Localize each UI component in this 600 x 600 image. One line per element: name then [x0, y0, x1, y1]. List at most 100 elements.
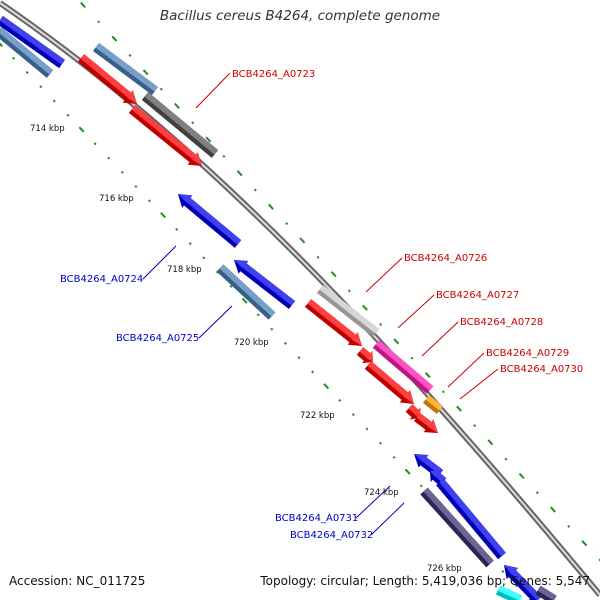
gene-arrow-highlight	[439, 478, 506, 557]
gene-label-a0724[interactable]: BCB4264_A0724	[60, 274, 143, 285]
tick-mark	[338, 398, 342, 402]
tick-label-714: 714 kbp	[30, 124, 65, 134]
gene-arrow-highlight	[131, 105, 203, 166]
tick-mark	[97, 20, 101, 24]
tick-label-720: 720 kbp	[234, 338, 269, 348]
label-connector	[142, 245, 177, 280]
tick-mark	[379, 441, 382, 445]
tick-mark	[473, 423, 477, 427]
tick-mark	[404, 468, 411, 475]
label-connector	[459, 368, 499, 400]
tick-mark	[535, 491, 539, 495]
gene-arrow-highlight	[414, 454, 444, 475]
tick-mark	[487, 439, 494, 446]
label-connector	[370, 502, 405, 536]
gene-arrow-highlight	[367, 361, 414, 405]
tick-mark	[39, 85, 43, 89]
tick-mark	[256, 313, 260, 317]
gene-arrow-highlight	[234, 260, 296, 306]
tick-mark	[148, 199, 151, 203]
tick-mark	[567, 524, 571, 528]
gene-arrow-highlight	[144, 92, 219, 155]
gene-arrow	[216, 264, 276, 320]
tick-mark	[160, 212, 167, 219]
tick-mark	[241, 297, 248, 304]
tick-mark	[25, 71, 29, 74]
gene-arrow	[93, 42, 158, 96]
tick-mark	[142, 69, 149, 76]
gene-label-a0731[interactable]: BCB4264_A0731	[275, 513, 358, 524]
gene-arrow	[504, 565, 542, 600]
tick-mark	[379, 323, 383, 327]
gene-arrow-highlight	[359, 347, 374, 363]
gene-arrow	[304, 299, 362, 346]
tick-mark	[159, 87, 163, 91]
gene-arrow	[234, 260, 296, 309]
gene-arrow	[0, 27, 54, 78]
tick-mark	[410, 356, 414, 360]
label-connector	[447, 352, 485, 388]
tick-mark	[205, 136, 212, 143]
tick-mark	[347, 289, 351, 293]
gene-arrow	[364, 361, 414, 405]
gene-label-a0727[interactable]: BCB4264_A0727	[436, 290, 519, 301]
tick-mark	[253, 188, 257, 192]
tick-mark	[441, 390, 445, 394]
tick-mark	[456, 405, 462, 412]
label-connector	[421, 321, 459, 357]
gene-label-a0723[interactable]: BCB4264_A0723	[232, 69, 315, 80]
gene-label-a0728[interactable]: BCB4264_A0728	[460, 317, 543, 328]
label-connector	[355, 485, 391, 519]
tick-mark	[222, 154, 226, 158]
tick-mark	[270, 327, 274, 331]
tick-mark	[323, 383, 330, 390]
tick-mark	[236, 170, 243, 177]
gene-arrow-highlight	[0, 27, 54, 75]
gene-arrow-highlight	[504, 565, 542, 600]
gene-arrow-highlight	[178, 194, 242, 245]
tick-mark	[120, 170, 124, 174]
tick-mark	[299, 237, 306, 244]
tick-mark	[365, 427, 369, 431]
tick-mark	[134, 185, 138, 189]
gene-arrow-highlight	[0, 15, 65, 65]
gene-arrow-highlight	[430, 469, 447, 483]
gene-label-a0729[interactable]: BCB4264_A0729	[486, 348, 569, 359]
gene-label-a0726[interactable]: BCB4264_A0726	[404, 253, 487, 264]
gene-arrow-highlight	[219, 264, 276, 317]
gene-label-a0730[interactable]: BCB4264_A0730	[500, 364, 583, 375]
genome-summary-text: Topology: circular; Length: 5,419,036 bp…	[260, 574, 590, 588]
gene-arrow	[128, 105, 203, 166]
gene-arrow	[316, 285, 380, 337]
tick-mark	[188, 242, 192, 246]
tick-mark	[229, 284, 233, 288]
gene-label-a0725[interactable]: BCB4264_A0725	[116, 333, 199, 344]
tick-mark	[419, 484, 423, 488]
tick-mark	[128, 53, 132, 57]
tick-mark	[52, 99, 56, 103]
tick-mark	[424, 371, 431, 379]
tick-mark	[66, 113, 70, 117]
label-connector	[397, 294, 435, 329]
tick-mark	[80, 1, 86, 9]
gene-label-a0732[interactable]: BCB4264_A0732	[290, 530, 373, 541]
gene-arrow	[413, 413, 438, 433]
tick-mark	[0, 42, 3, 48]
gene-features	[0, 15, 557, 600]
gene-arrow	[0, 15, 65, 69]
tick-mark	[392, 455, 396, 459]
gene-arrow-highlight	[537, 585, 557, 600]
tick-label-716: 716 kbp	[99, 194, 134, 204]
tick-mark	[202, 256, 206, 260]
tick-mark	[362, 304, 368, 311]
tick-mark	[311, 370, 315, 374]
gene-arrow	[436, 478, 506, 560]
gene-arrow	[422, 395, 444, 414]
tick-label-722: 722 kbp	[300, 411, 335, 421]
gene-arrow	[420, 487, 494, 568]
tick-mark	[12, 56, 16, 60]
map-title: Bacillus cereus B4264, complete genome	[159, 8, 441, 24]
tick-mark	[351, 413, 355, 417]
